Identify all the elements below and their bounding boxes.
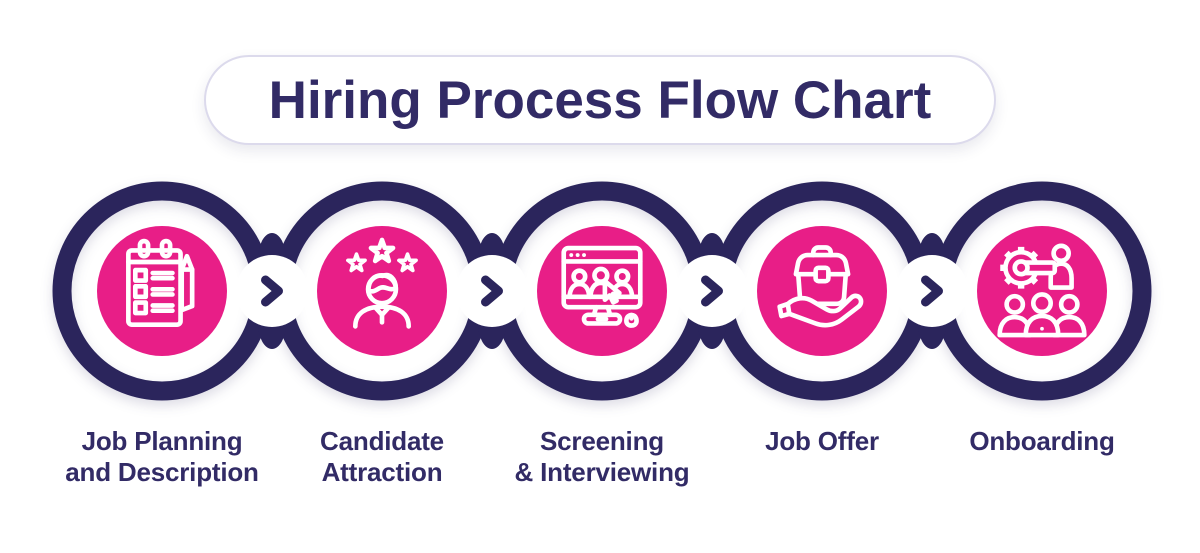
step-disc-2 xyxy=(317,226,447,356)
team-gear-icon xyxy=(997,243,1087,338)
clipboard-checklist-icon xyxy=(126,238,195,327)
connectors xyxy=(261,275,943,307)
page-title: Hiring Process Flow Chart xyxy=(268,70,932,130)
briefcase-hand-icon xyxy=(777,245,864,328)
title-pill: Hiring Process Flow Chart xyxy=(204,55,996,145)
star-candidate-icon xyxy=(346,237,418,329)
chevron-right-icon xyxy=(481,275,503,307)
step-disc-4 xyxy=(757,226,887,356)
chevron-right-icon xyxy=(261,275,283,307)
chevron-right-icon xyxy=(921,275,943,307)
screening-monitor-icon xyxy=(561,245,643,328)
chevron-right-icon xyxy=(701,275,723,307)
step-disc-3 xyxy=(537,226,667,356)
